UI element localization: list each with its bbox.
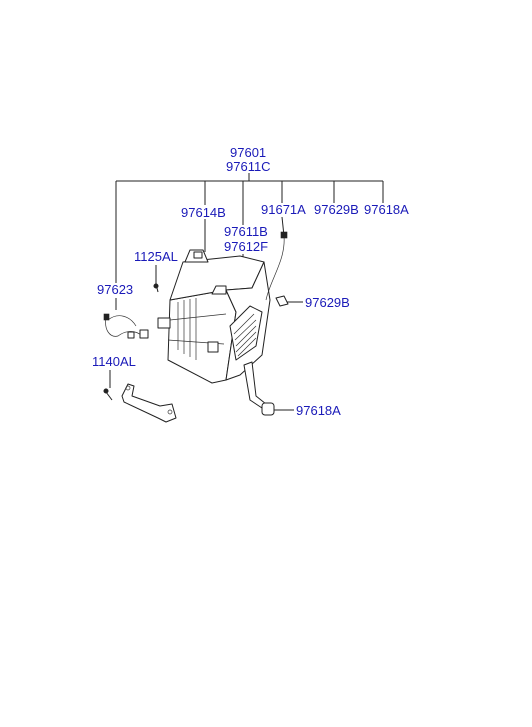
label-97611b: 97611B bbox=[224, 224, 268, 239]
mounting-bracket bbox=[121, 383, 177, 423]
label-1140al: 1140AL bbox=[92, 354, 136, 369]
drain-hose bbox=[243, 361, 275, 416]
label-97629b-side: 97629B bbox=[305, 295, 350, 310]
label-97601: 97601 bbox=[230, 145, 266, 160]
label-1125al: 1125AL bbox=[134, 249, 178, 264]
label-97614b: 97614B bbox=[181, 205, 226, 220]
bolt-1140al bbox=[103, 388, 113, 401]
label-97611c: 97611C bbox=[226, 159, 271, 174]
label-97612f: 97612F bbox=[224, 239, 268, 254]
label-97618a-top: 97618A bbox=[364, 202, 409, 217]
label-97623: 97623 bbox=[97, 282, 133, 297]
sensor-wire bbox=[265, 231, 288, 301]
label-97618a-side: 97618A bbox=[296, 403, 341, 418]
clip-97629b bbox=[275, 295, 289, 307]
evaporator-unit bbox=[157, 249, 271, 384]
screw-1125al bbox=[153, 283, 159, 293]
label-91671a: 91671A bbox=[261, 202, 306, 217]
label-97629b-top: 97629B bbox=[314, 202, 359, 217]
leader-lines bbox=[109, 173, 384, 411]
wiring-harness bbox=[103, 313, 149, 339]
